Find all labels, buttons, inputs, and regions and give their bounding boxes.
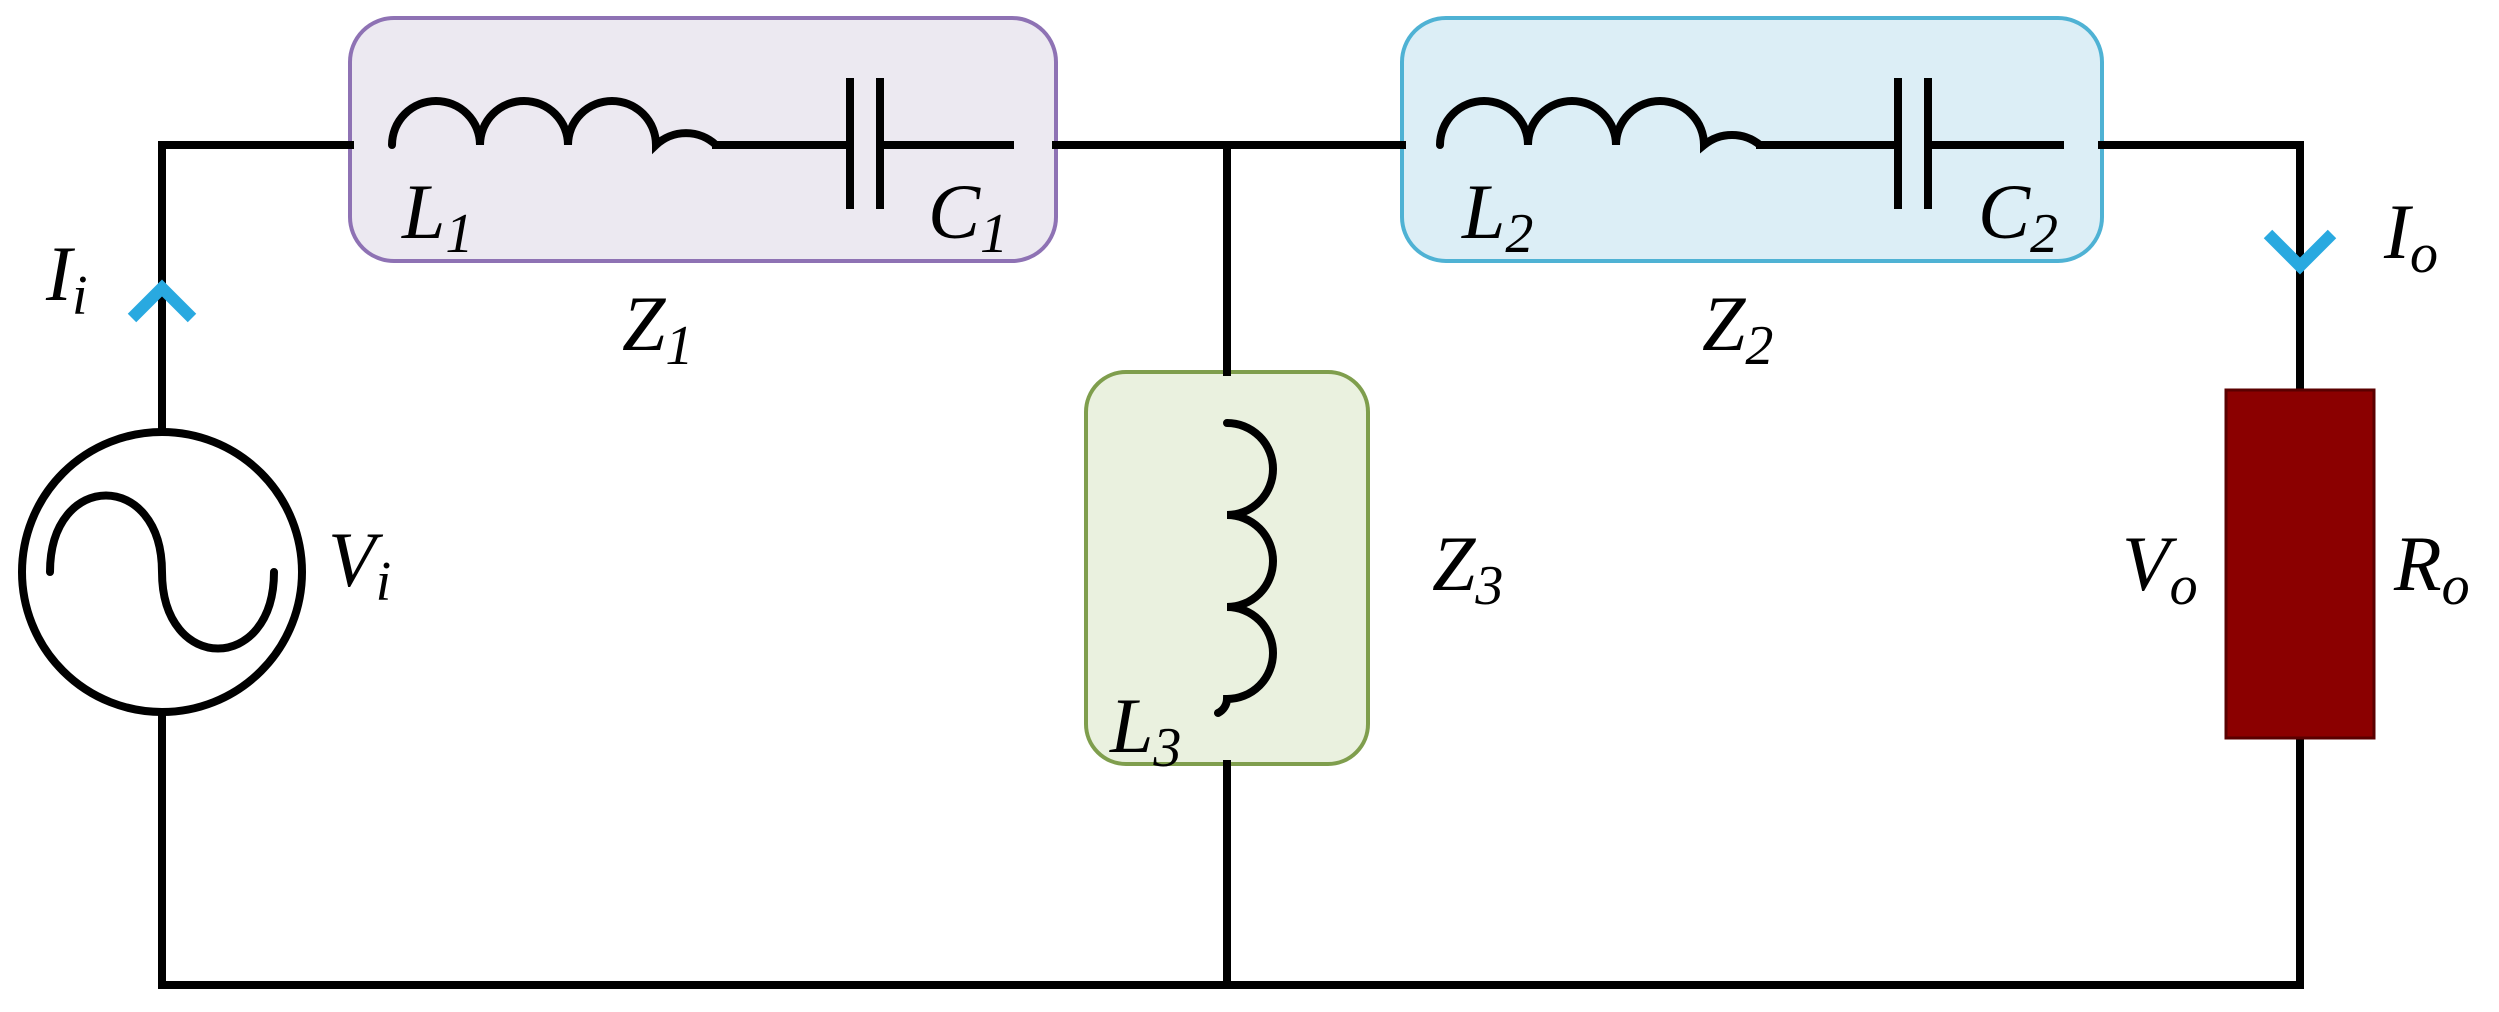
label-vo: Vo <box>2122 520 2198 617</box>
resistor-ro <box>2224 388 2376 740</box>
current-arrow-out-icon <box>2263 229 2337 275</box>
label-z3: Z3 <box>1432 520 1503 617</box>
current-arrow-in-icon <box>127 279 197 323</box>
label-ro: Ro <box>2393 520 2470 617</box>
inductor-l2 <box>1436 97 1764 154</box>
wire-left-top <box>158 141 354 436</box>
inductor-l3 <box>1214 419 1277 717</box>
label-z1: Z1 <box>622 280 693 377</box>
inductor-l1 <box>388 97 720 155</box>
label-l3: L3 <box>1109 682 1181 779</box>
label-io: Io <box>2383 188 2438 285</box>
ac-source <box>18 428 306 716</box>
label-vi: Vi <box>328 516 391 613</box>
wire-right-top <box>2098 141 2304 394</box>
label-c2: C2 <box>1978 168 2058 265</box>
wires <box>158 78 2304 989</box>
label-ii: Ii <box>45 230 88 327</box>
label-l1: L1 <box>401 168 473 265</box>
label-c1: C1 <box>928 168 1008 265</box>
label-l2: L2 <box>1461 168 1533 265</box>
sine-wave-icon <box>46 491 278 653</box>
label-z2: Z2 <box>1702 280 1773 377</box>
